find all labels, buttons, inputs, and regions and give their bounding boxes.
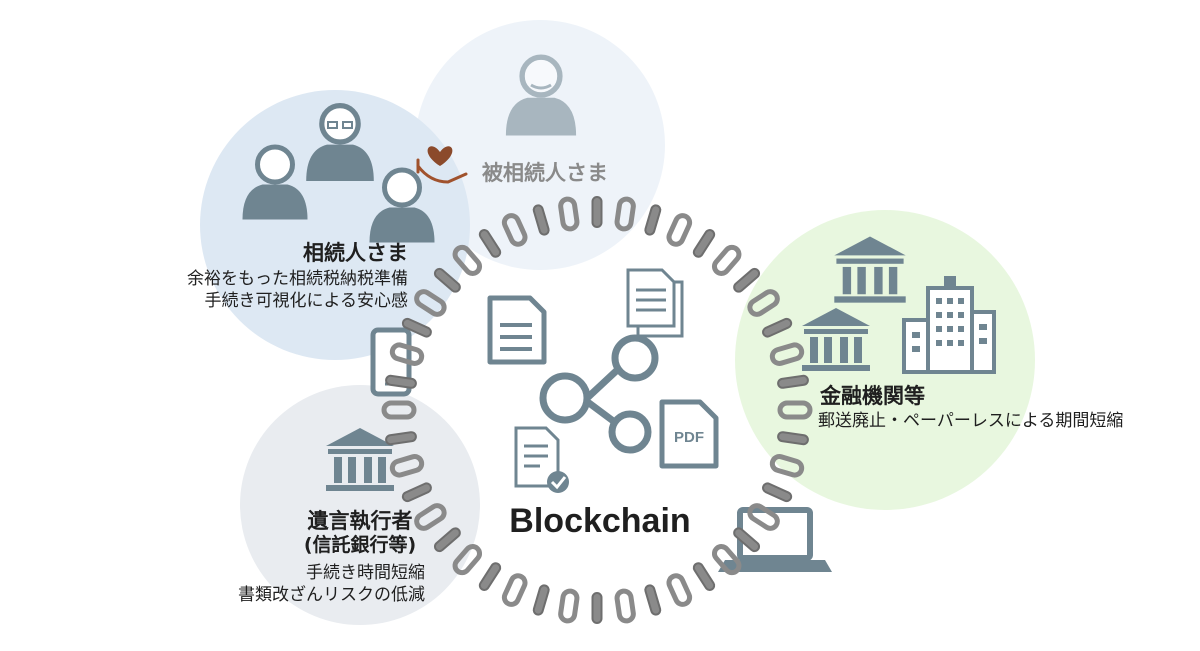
chain-link	[381, 400, 417, 420]
financial-title: 金融機関等	[820, 384, 925, 408]
chain-link	[769, 454, 805, 478]
chain-link	[666, 213, 693, 247]
document-check-icon	[514, 426, 569, 493]
chain-link	[401, 482, 432, 503]
chain-link	[733, 527, 761, 553]
chain-link	[389, 454, 425, 478]
executor-line-2: 書類改ざんリスクの低減	[238, 585, 425, 605]
chain-link	[644, 584, 662, 616]
chain-link	[711, 544, 742, 576]
chain-link	[666, 573, 693, 607]
chain-link	[733, 267, 761, 293]
chain-link	[401, 317, 432, 338]
executor-line-1: 手続き時間短縮	[306, 563, 425, 583]
chain-link	[452, 244, 483, 276]
chain-link	[389, 342, 425, 366]
executor-subtitle: (信託銀行等)	[303, 534, 417, 556]
chain-link	[769, 342, 805, 366]
heirs-line-1: 余裕をもった相続税納税準備	[187, 269, 408, 289]
documents-stack-icon	[626, 268, 684, 338]
decedent-title: 被相続人さま	[482, 161, 608, 185]
chain-link	[478, 562, 502, 591]
chain-ring	[381, 196, 813, 624]
chain-link	[433, 527, 461, 553]
blockchain-label: Blockchain	[509, 502, 691, 540]
chain-link	[644, 204, 662, 236]
chain-link	[762, 317, 793, 338]
chain-link	[711, 244, 742, 276]
chain-link	[558, 196, 580, 232]
decedent-person-icon	[506, 57, 576, 135]
chain-link	[747, 503, 780, 531]
chain-link	[591, 592, 603, 624]
chain-link	[614, 196, 636, 232]
heart-hand-icon	[416, 146, 468, 184]
heir-woman-icon	[243, 147, 308, 220]
heir-man-icon	[306, 106, 374, 181]
chain-link	[591, 196, 603, 228]
chain-link	[747, 289, 780, 317]
heirs-line-2: 手続き可視化による安心感	[204, 291, 409, 311]
chain-link	[777, 431, 809, 446]
chain-link	[385, 374, 417, 389]
chain-link	[692, 562, 716, 591]
pdf-icon: PDF	[659, 399, 719, 469]
chain-link	[414, 289, 447, 317]
financial-line-1: 郵送廃止・ペーパーレスによる期間短縮	[818, 411, 1124, 431]
chain-link	[385, 431, 417, 446]
chain-link	[558, 588, 580, 624]
chain-link	[614, 588, 636, 624]
chain-link	[762, 482, 793, 503]
chain-link	[414, 503, 447, 531]
chain-link	[692, 229, 716, 258]
chain-link	[452, 544, 483, 576]
chain-link	[501, 213, 528, 247]
executor-title: 遺言執行者	[307, 509, 413, 533]
share-icon	[539, 334, 659, 454]
heirs-title: 相続人さま	[303, 241, 408, 265]
chain-link	[532, 204, 550, 236]
chain-link	[478, 229, 502, 258]
building-icon	[902, 276, 996, 374]
document-icon-left	[487, 295, 547, 365]
chain-link	[501, 573, 528, 607]
chain-link	[777, 400, 813, 420]
financial-circle	[735, 210, 1035, 510]
executor-circle	[240, 385, 480, 625]
pdf-label: PDF	[674, 429, 704, 446]
chain-link	[777, 374, 809, 389]
chain-link	[532, 584, 550, 616]
chain-link	[433, 267, 461, 293]
